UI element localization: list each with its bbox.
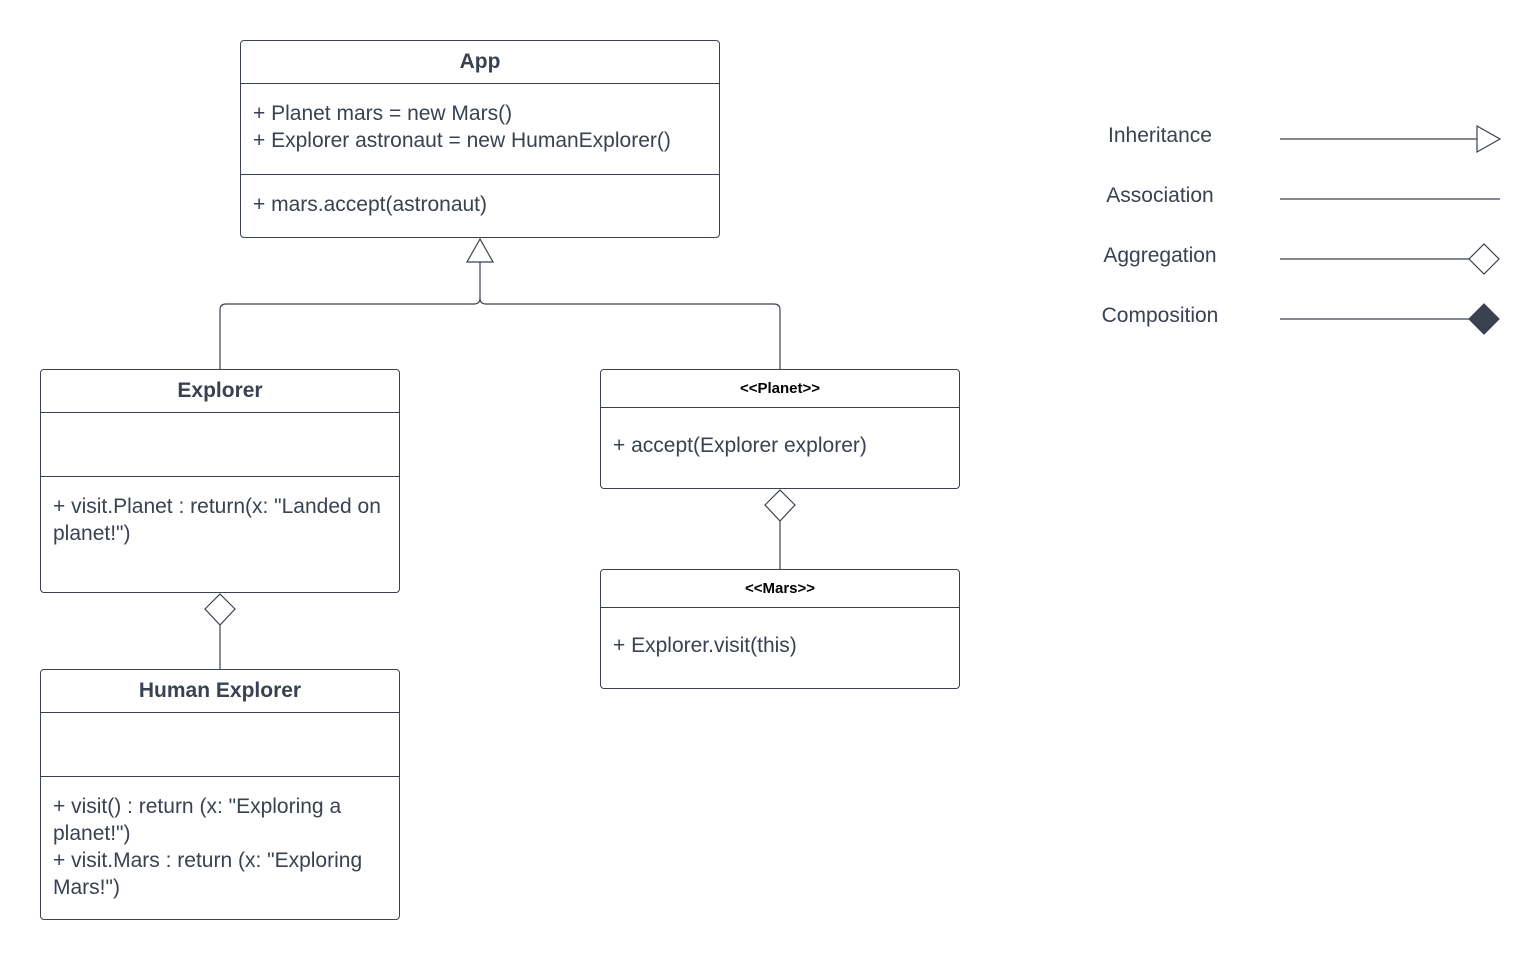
class-planet-operations: + accept(Explorer explorer) [601, 408, 959, 459]
operation-line: + visit.Planet : return(x: "Landed on pl… [53, 495, 387, 545]
attribute-line: + Planet mars = new Mars() [253, 102, 513, 125]
class-app[interactable]: App + Planet mars = new Mars() + Explore… [240, 40, 720, 238]
class-mars-title: <<Mars>> [601, 570, 959, 608]
aggregation-diamond [764, 489, 796, 522]
legend-aggregation-symbol [1280, 243, 1500, 275]
aggregation-connector-planet [764, 489, 796, 569]
legend-composition-symbol [1280, 303, 1500, 335]
operation-line: + accept(Explorer explorer) [613, 434, 867, 457]
class-mars-operations: + Explorer.visit(this) [601, 608, 959, 659]
class-explorer-title: Explorer [41, 370, 399, 413]
class-planet[interactable]: <<Planet>> + accept(Explorer explorer) [600, 369, 960, 489]
legend-composition-label: Composition [1101, 304, 1219, 327]
class-planet-title: <<Planet>> [601, 370, 959, 408]
operation-line: + visit.Mars : return (x: "Exploring Mar… [53, 849, 368, 899]
class-human-explorer[interactable]: Human Explorer + visit() : return (x: "E… [40, 669, 400, 920]
class-human-explorer-attributes [41, 713, 399, 777]
class-app-operations: + mars.accept(astronaut) [241, 175, 719, 218]
class-explorer-attributes [41, 413, 399, 477]
legend-inheritance-label: Inheritance [1108, 124, 1212, 147]
operation-line: + visit() : return (x: "Exploring a plan… [53, 795, 347, 845]
legend-inheritance-symbol [1280, 124, 1502, 154]
class-explorer-operations: + visit.Planet : return(x: "Landed on pl… [41, 477, 399, 547]
aggregation-connector-explorer [204, 593, 236, 669]
legend-aggregation-label: Aggregation [1103, 244, 1217, 267]
operation-line: + mars.accept(astronaut) [253, 193, 488, 216]
attribute-line: + Explorer astronaut = new HumanExplorer… [253, 129, 671, 152]
class-app-title: App [241, 41, 719, 84]
legend-association-label: Association [1106, 184, 1214, 207]
aggregation-diamond [204, 593, 236, 626]
operation-line: + Explorer.visit(this) [613, 634, 797, 657]
class-mars[interactable]: <<Mars>> + Explorer.visit(this) [600, 569, 960, 689]
class-human-explorer-operations: + visit() : return (x: "Exploring a plan… [41, 777, 399, 901]
class-explorer[interactable]: Explorer + visit.Planet : return(x: "Lan… [40, 369, 400, 593]
inheritance-connector [219, 237, 781, 369]
class-app-attributes: + Planet mars = new Mars() + Explorer as… [241, 84, 719, 175]
inheritance-arrowhead [465, 237, 495, 263]
class-human-explorer-title: Human Explorer [41, 670, 399, 713]
